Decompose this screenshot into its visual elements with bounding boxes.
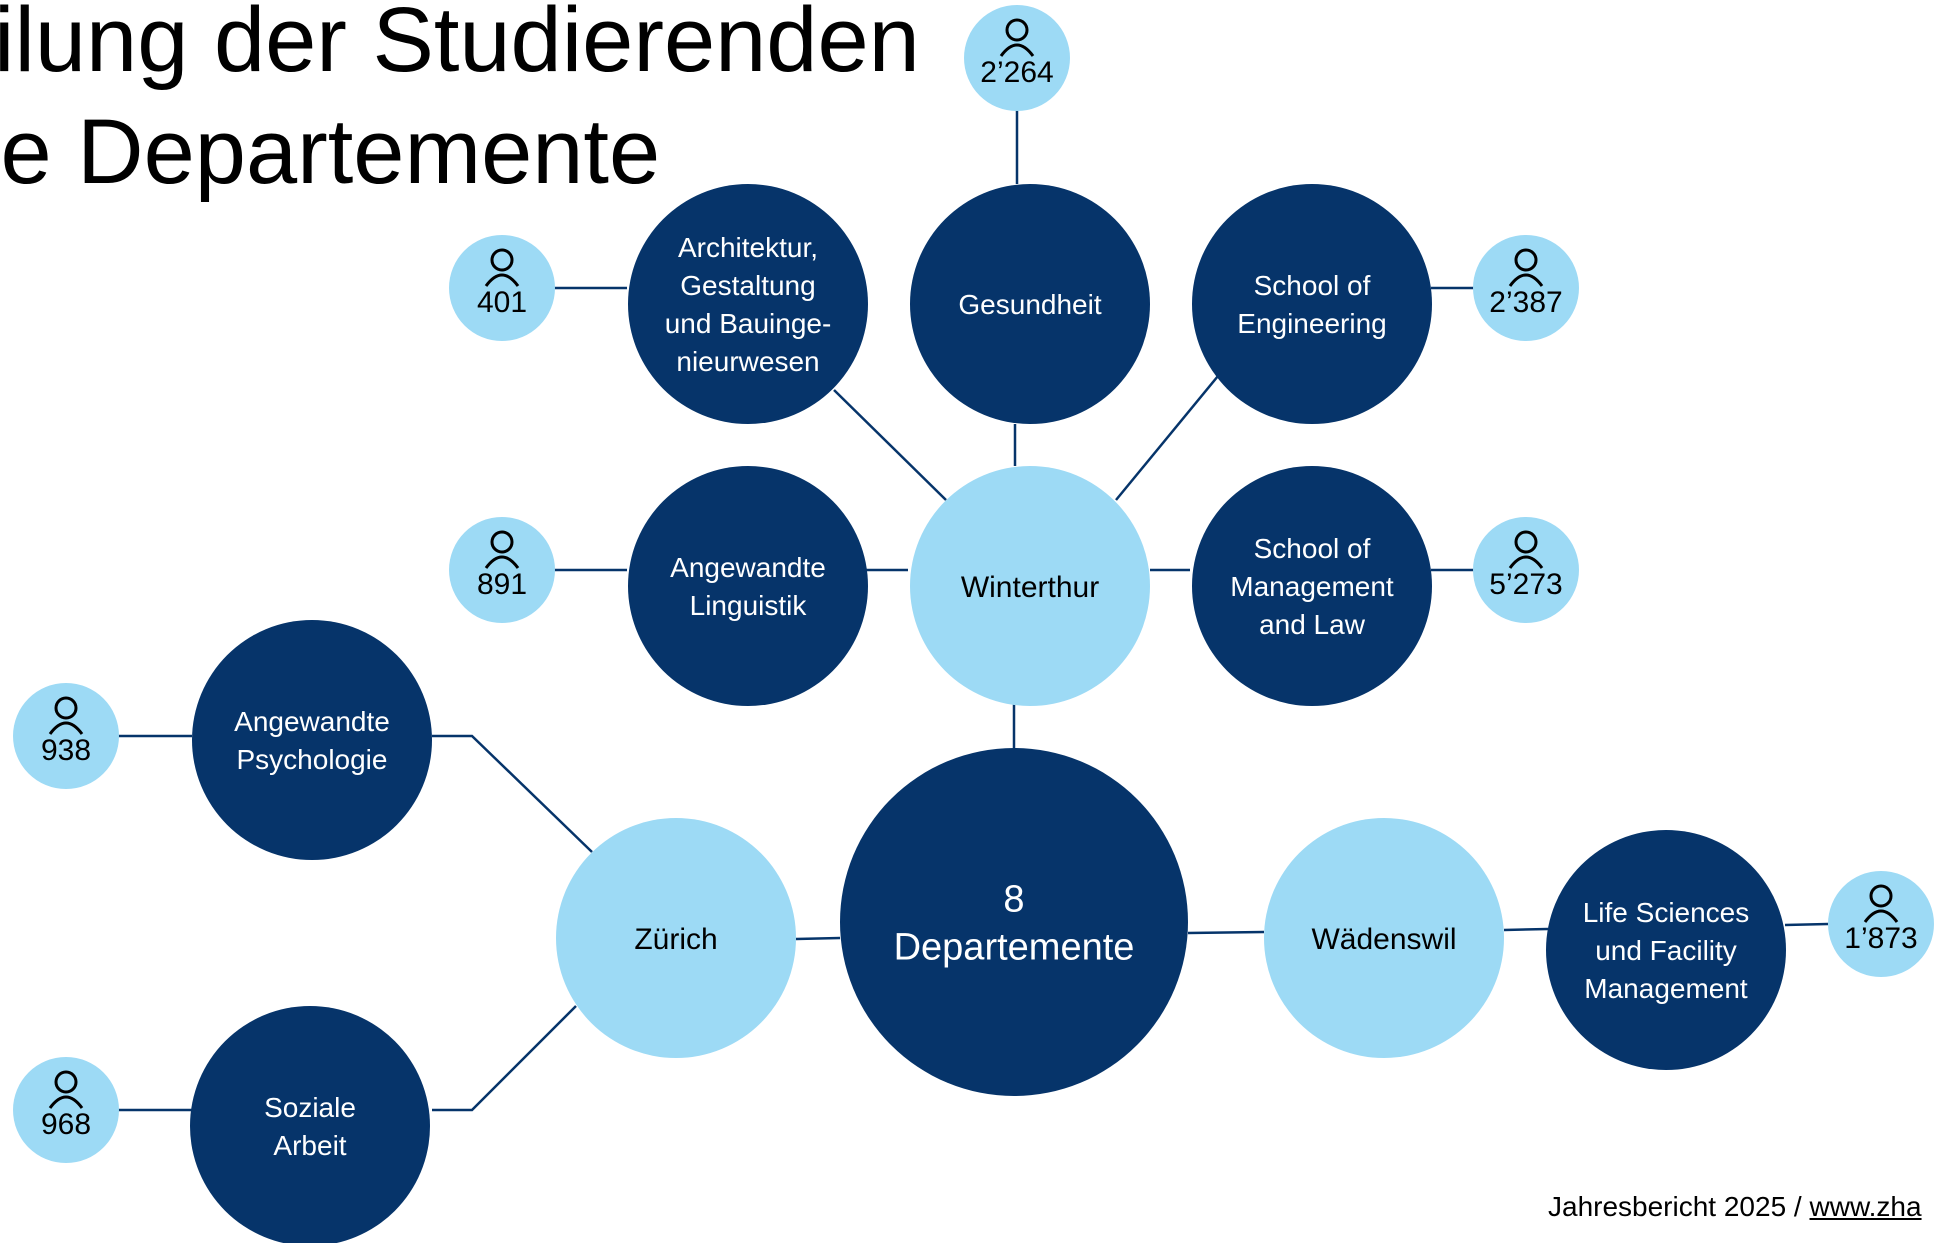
student-count-management-value: 5’273 <box>1489 568 1562 601</box>
student-count-gesundheit: 2’264 <box>964 5 1070 111</box>
student-count-architektur-value: 401 <box>477 286 527 319</box>
footer-report-label: Jahresbericht 2025 / <box>1548 1191 1810 1222</box>
student-count-engineering: 2’387 <box>1473 235 1579 341</box>
node-dept-management-label: School of <box>1254 533 1371 564</box>
student-count-management: 5’273 <box>1473 517 1579 623</box>
connector-winterthur-architektur <box>833 389 947 501</box>
student-count-soziale-arbeit-circle <box>13 1057 119 1163</box>
person-icon <box>1508 530 1544 569</box>
student-count-psychologie-circle <box>13 683 119 789</box>
student-count-life-sciences-circle <box>1828 871 1934 977</box>
student-count-linguistik: 891 <box>449 517 555 623</box>
page-title-line-1: ilung der Studierenden <box>0 0 920 91</box>
connector-zuerich-soziale-arbeit <box>432 1005 577 1112</box>
node-dept-psychologie-label: Angewandte <box>234 706 390 737</box>
node-dept-architektur-label: Gestaltung <box>680 270 815 301</box>
connector-life-sciences-count <box>1784 922 1829 927</box>
footer: Jahresbericht 2025 / www.zha <box>1548 1191 1922 1223</box>
node-dept-gesundheit: Gesundheit <box>910 184 1150 424</box>
node-center-circle <box>840 748 1188 1096</box>
node-location-waedenswil-circle <box>1264 818 1504 1058</box>
node-dept-architektur-circle <box>628 184 868 424</box>
node-dept-psychologie-circle <box>192 620 432 860</box>
node-location-waedenswil-label: Wädenswil <box>1311 923 1456 956</box>
student-count-linguistik-circle <box>449 517 555 623</box>
student-count-engineering-value: 2’387 <box>1489 286 1562 319</box>
student-count-architektur-circle <box>449 235 555 341</box>
connector-center-waedenswil <box>1187 930 1265 935</box>
node-dept-linguistik-circle <box>628 466 868 706</box>
node-dept-management-label: Management <box>1230 571 1394 602</box>
student-count-gesundheit-value: 2’264 <box>980 56 1053 89</box>
node-dept-life-sciences-label: und Facility <box>1595 935 1737 966</box>
node-dept-linguistik-label: Linguistik <box>690 590 808 621</box>
node-dept-management-label: and Law <box>1259 609 1366 640</box>
connector-lines <box>118 110 1829 1112</box>
person-icon <box>484 530 520 569</box>
node-location-winterthur-circle <box>910 466 1150 706</box>
node-dept-psychologie-label: Psychologie <box>237 744 388 775</box>
connector-zuerich-psychologie <box>432 734 593 853</box>
node-dept-engineering-circle <box>1192 184 1432 424</box>
student-count-management-circle <box>1473 517 1579 623</box>
student-count-psychologie-value: 938 <box>41 734 91 767</box>
student-count-soziale-arbeit-value: 968 <box>41 1108 91 1141</box>
node-center-label: Departemente <box>894 927 1135 969</box>
node-dept-engineering-label: Engineering <box>1237 308 1386 339</box>
node-center-label: 8 <box>1003 879 1024 921</box>
node-dept-gesundheit-label: Gesundheit <box>958 289 1101 320</box>
node-dept-life-sciences-circle <box>1546 830 1786 1070</box>
person-icon <box>48 696 84 735</box>
person-icon <box>1863 884 1899 923</box>
connector-winterthur-engineering <box>1115 375 1219 501</box>
person-icon <box>48 1070 84 1109</box>
node-location-winterthur: Winterthur <box>910 466 1150 706</box>
footer-website-link[interactable]: www.zha <box>1809 1191 1922 1222</box>
node-location-winterthur-label: Winterthur <box>961 571 1099 604</box>
node-dept-linguistik-label: Angewandte <box>670 552 826 583</box>
node-dept-management: School of Management and Law <box>1192 466 1432 706</box>
node-dept-soziale-arbeit-circle <box>190 1006 430 1243</box>
connector-waedenswil-life-sciences <box>1503 927 1549 932</box>
node-dept-architektur: Architektur, Gestaltung und Bauinge-nieurw… <box>628 184 868 424</box>
node-dept-life-sciences-label: Management <box>1584 973 1748 1004</box>
student-count-life-sciences: 1’873 <box>1828 871 1934 977</box>
node-dept-gesundheit-circle <box>910 184 1150 424</box>
node-dept-architektur-label: nieurwesen <box>676 346 819 377</box>
node-location-waedenswil: Wädenswil <box>1264 818 1504 1058</box>
student-count-linguistik-value: 891 <box>477 568 527 601</box>
node-location-zuerich-circle <box>556 818 796 1058</box>
node-location-zuerich: Zürich <box>556 818 796 1058</box>
connector-center-zuerich <box>795 936 841 941</box>
node-dept-engineering: School of Engineering <box>1192 184 1432 424</box>
student-count-psychologie: 938 <box>13 683 119 789</box>
node-location-zuerich-label: Zürich <box>634 923 717 956</box>
node-dept-management-circle <box>1192 466 1432 706</box>
node-dept-life-sciences-label: Life Sciences <box>1583 897 1750 928</box>
person-icon <box>484 248 520 287</box>
node-dept-soziale-arbeit-label: Soziale <box>264 1092 356 1123</box>
node-dept-soziale-arbeit-label: Arbeit <box>273 1130 346 1161</box>
node-dept-architektur-label: Architektur, <box>678 232 818 263</box>
node-dept-architektur-label: und Bauinge- <box>665 308 832 339</box>
page-title-line-2: ie Departemente <box>0 101 661 203</box>
node-dept-engineering-label: School of <box>1254 270 1371 301</box>
person-icon <box>999 18 1035 57</box>
student-count-soziale-arbeit: 968 <box>13 1057 119 1163</box>
student-count-architektur: 401 <box>449 235 555 341</box>
person-icon <box>1508 248 1544 287</box>
student-count-life-sciences-value: 1’873 <box>1844 922 1917 955</box>
student-count-engineering-circle <box>1473 235 1579 341</box>
student-count-gesundheit-circle <box>964 5 1070 111</box>
